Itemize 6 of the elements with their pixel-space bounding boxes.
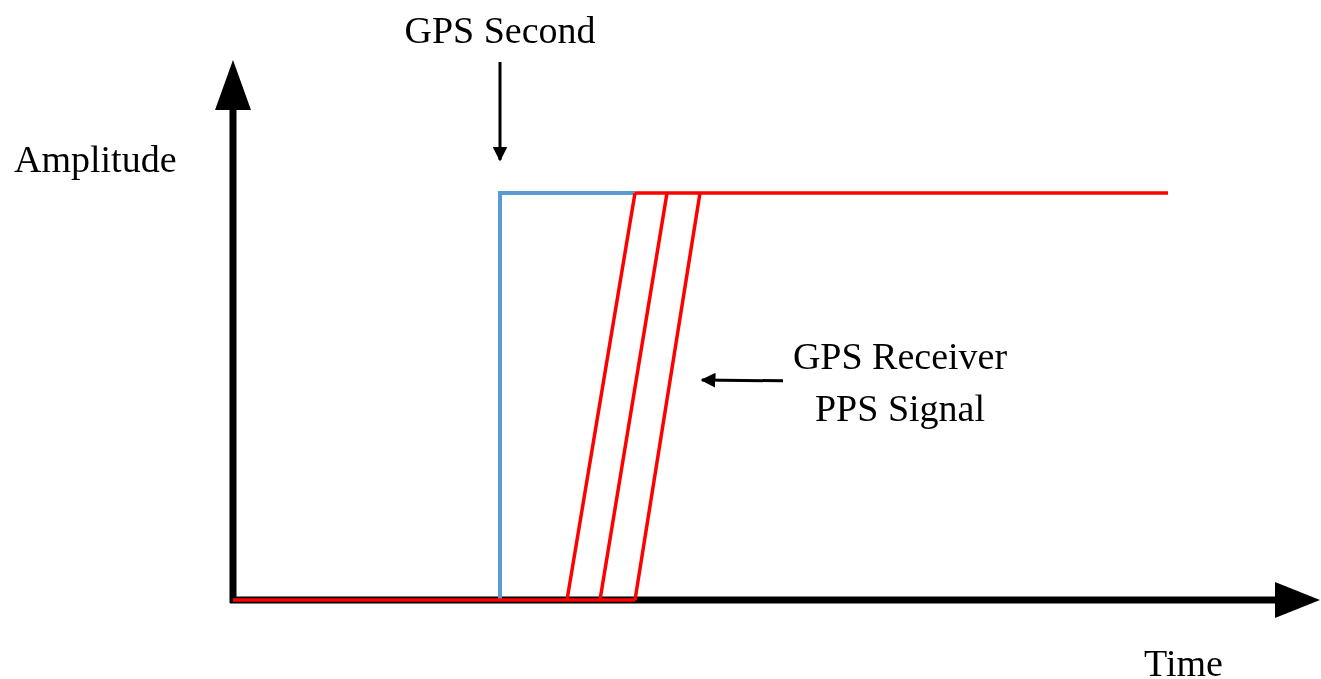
axis-label: Time (1144, 641, 1223, 679)
signal-label: GPS Receiver PPS Signal (789, 330, 1011, 434)
arrow (492, 62, 508, 162)
axis-label: Amplitude (14, 137, 177, 182)
signal-label: GPS Second (370, 4, 630, 56)
arrow (700, 372, 783, 388)
